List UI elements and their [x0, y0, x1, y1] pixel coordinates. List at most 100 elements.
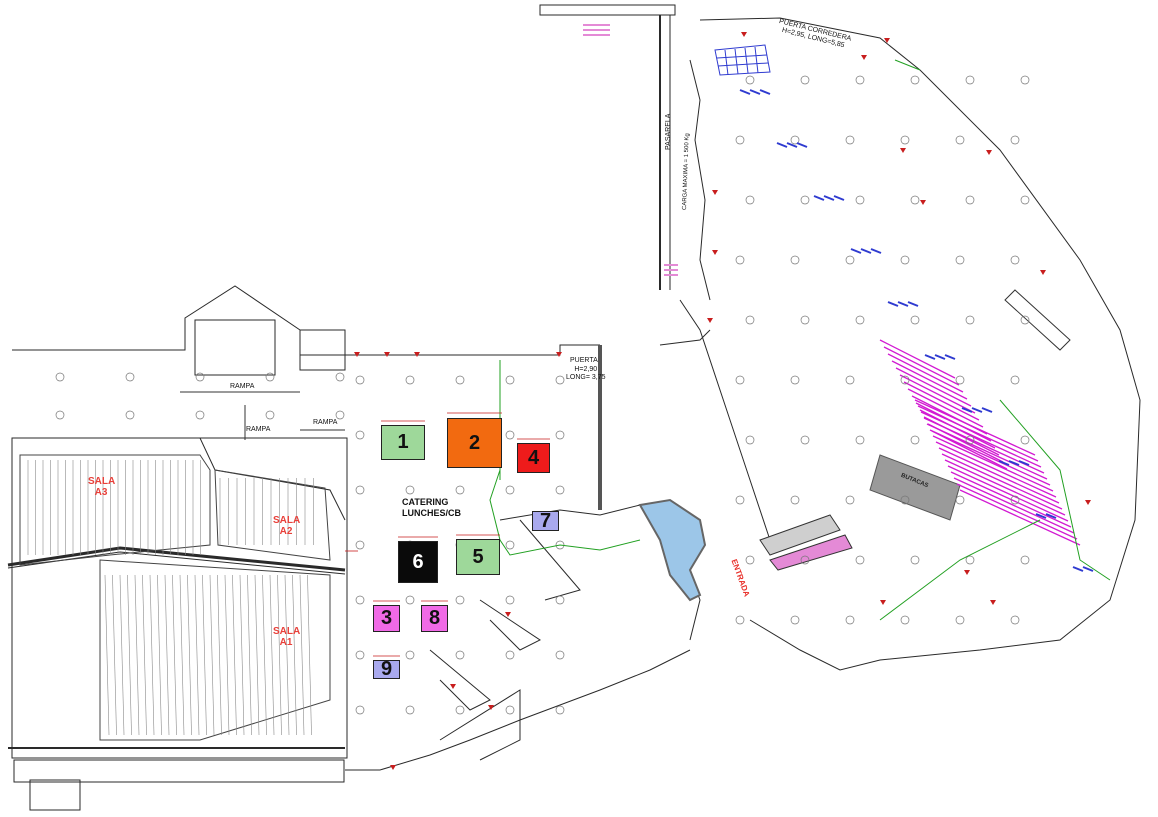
column-circle — [555, 650, 565, 660]
exit-triangle — [712, 190, 718, 195]
exit-triangle — [390, 765, 396, 770]
column-circle — [355, 375, 365, 385]
column-circle — [355, 485, 365, 495]
seat-column-a1 — [202, 574, 207, 736]
column-circle — [900, 495, 910, 505]
column-circle — [455, 485, 465, 495]
seat-column-a1 — [104, 574, 110, 736]
column-circle — [855, 315, 865, 325]
booth-3-number: 3 — [380, 607, 393, 629]
seat-row-upper — [899, 374, 976, 414]
exit-markers — [354, 32, 1091, 770]
seat-column-a1 — [247, 574, 252, 736]
exit-triangle — [741, 32, 747, 37]
seat-column-a1 — [142, 574, 147, 736]
column-circle — [355, 705, 365, 715]
column-circle — [955, 255, 965, 265]
seat-column-a1 — [134, 574, 140, 736]
exit-triangle — [707, 318, 713, 323]
rampa-markers — [180, 391, 345, 440]
seat-row-lower — [935, 441, 1057, 498]
seat-column-a1 — [112, 574, 117, 736]
exit-triangle — [450, 684, 456, 689]
column-circle — [355, 430, 365, 440]
column-circle — [910, 315, 920, 325]
exit-triangle — [990, 600, 996, 605]
puerta-dims: H=2,90 LONG= 3,75 — [566, 366, 606, 382]
seat-column-a1 — [307, 574, 312, 736]
booth-4[interactable]: 4 — [517, 443, 550, 473]
column-circle — [1020, 435, 1030, 445]
seat-row-upper — [903, 381, 980, 421]
blue-mark — [1045, 513, 1057, 519]
column-circle — [845, 255, 855, 265]
column-circle — [965, 315, 975, 325]
column-circle — [845, 615, 855, 625]
column-circle — [790, 135, 800, 145]
puerta-dims-line1: H=2,90 — [574, 366, 598, 373]
pasarela-label: PASARELA — [665, 113, 672, 150]
seat-column-a1 — [292, 574, 297, 736]
column-circle — [735, 375, 745, 385]
column-circle — [265, 410, 275, 420]
booth-4-number: 4 — [527, 446, 540, 469]
blue-mark — [998, 460, 1010, 466]
booth-9[interactable]: 9 — [373, 658, 400, 680]
exit-triangle — [900, 148, 906, 153]
column-circle — [455, 375, 465, 385]
exit-triangle — [505, 612, 511, 617]
blue-dimension-marks — [739, 89, 1094, 572]
exit-triangle — [884, 38, 890, 43]
column-circle — [555, 375, 565, 385]
booth-2[interactable]: 2 — [447, 418, 502, 468]
column-circle — [745, 75, 755, 85]
seat-row-lower — [932, 435, 1054, 492]
catering-line2: LUNCHES/CB — [402, 508, 462, 518]
column-circle — [335, 372, 345, 382]
blue-mark — [823, 195, 835, 201]
exit-triangle — [880, 600, 886, 605]
exit-triangle — [861, 55, 867, 60]
seat-row-lower — [926, 423, 1048, 480]
column-circle — [855, 195, 865, 205]
column-circle — [800, 75, 810, 85]
column-circle — [800, 555, 810, 565]
water-feature — [638, 498, 707, 602]
column-circle — [1020, 555, 1030, 565]
exit-triangle — [354, 352, 360, 357]
column-circle — [800, 195, 810, 205]
seat-row-upper — [887, 353, 964, 393]
booth-3[interactable]: 3 — [373, 605, 400, 632]
seat-row-lower — [929, 429, 1051, 486]
blue-mark — [1035, 513, 1047, 519]
column-circle — [800, 315, 810, 325]
blue-mark — [897, 301, 909, 307]
sala-a3-line1: SALA — [88, 476, 116, 487]
seat-column-a1 — [209, 574, 215, 736]
booth-6-number: 6 — [412, 550, 424, 573]
column-circle — [555, 595, 565, 605]
column-circle — [910, 75, 920, 85]
column-circle — [1020, 75, 1030, 85]
exit-triangle — [712, 250, 718, 255]
booth-6[interactable]: 6 — [398, 541, 438, 583]
column-circle — [455, 650, 465, 660]
column-circle — [845, 495, 855, 505]
column-circle — [745, 435, 755, 445]
column-circle — [405, 375, 415, 385]
blue-mark — [934, 354, 946, 360]
booth-1[interactable]: 1 — [381, 425, 425, 460]
column-circle — [955, 615, 965, 625]
booth-7[interactable]: 7 — [532, 510, 559, 532]
column-circle — [965, 555, 975, 565]
booth-5[interactable]: 5 — [456, 539, 500, 575]
column-circle — [955, 135, 965, 145]
booth-8[interactable]: 8 — [421, 605, 448, 632]
column-circle — [505, 540, 515, 550]
blue-mark — [907, 301, 919, 307]
column-circle — [735, 495, 745, 505]
sala-a2-line2: A2 — [279, 526, 293, 537]
blue-mark — [1008, 460, 1020, 466]
catering-label: CATERING LUNCHES/CB — [402, 497, 461, 519]
